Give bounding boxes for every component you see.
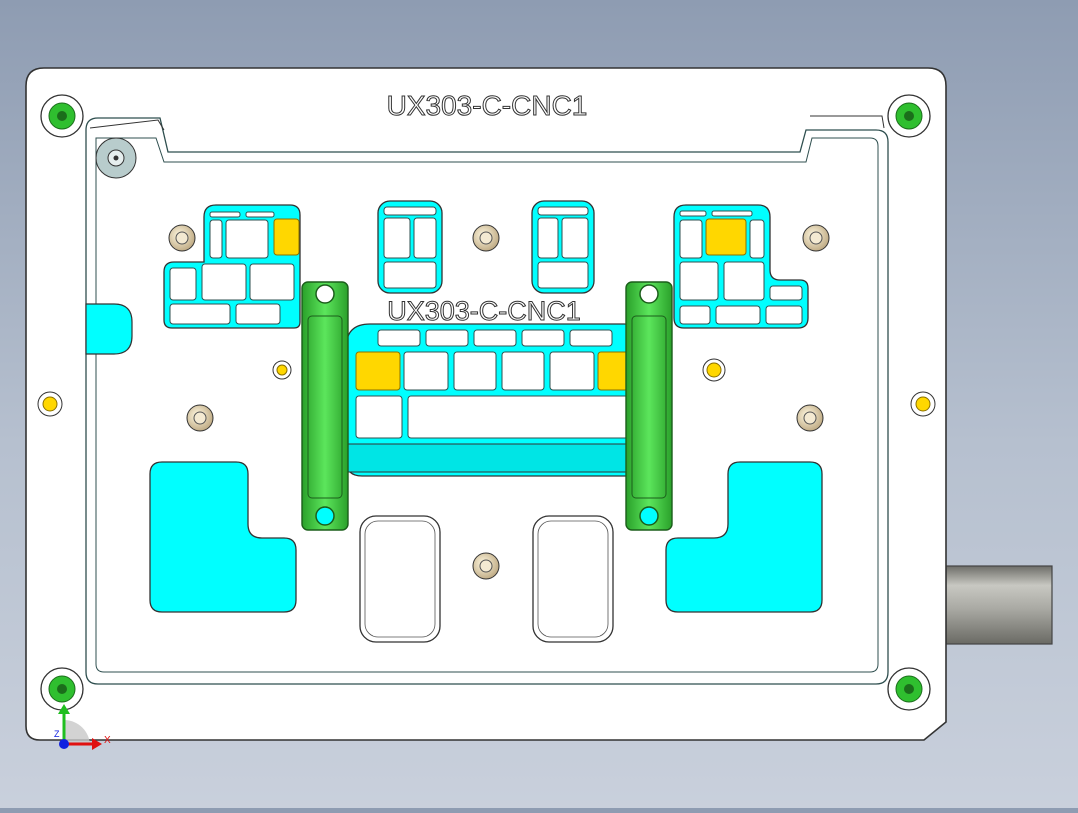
clamp-bolt-icon: [639, 284, 659, 304]
support-pin-3[interactable]: [802, 224, 830, 252]
clamp-bolt-icon: [639, 506, 659, 526]
side-pin-right[interactable]: [910, 391, 936, 417]
triad-origin-icon: [59, 739, 69, 749]
clamp-left[interactable]: [301, 281, 349, 531]
left-side-slot[interactable]: [85, 303, 133, 355]
pocket-bottom-right[interactable]: [665, 461, 823, 613]
inner-pin-left[interactable]: [272, 360, 292, 380]
top-part-label: UX303-C-CNC1: [387, 90, 588, 121]
pocket-top-mid-right[interactable]: [531, 200, 595, 294]
contact-pad: [597, 351, 629, 391]
corner-dowel-bottom-left[interactable]: [40, 667, 84, 711]
support-pin-6[interactable]: [472, 552, 500, 580]
inner-frame: [85, 117, 889, 685]
axis-triad: X Z: [54, 704, 111, 750]
top-notch-left: [89, 119, 165, 131]
clamp-right[interactable]: [625, 281, 673, 531]
side-rod[interactable]: [945, 565, 1053, 645]
pocket-top-left[interactable]: [163, 204, 301, 329]
side-pin-left[interactable]: [37, 391, 63, 417]
clamp-bolt-icon: [315, 506, 335, 526]
inner-pin-right[interactable]: [702, 358, 726, 382]
pocket-bottom-left[interactable]: [149, 461, 297, 613]
support-pin-2[interactable]: [472, 224, 500, 252]
contact-pad: [355, 351, 401, 391]
top-notch-right: [810, 115, 885, 129]
locating-pin[interactable]: [95, 137, 137, 179]
support-pin-4[interactable]: [186, 404, 214, 432]
inner-frame-step: [95, 137, 879, 673]
cutout-bottom-left[interactable]: [359, 515, 441, 643]
support-pin-1[interactable]: [168, 224, 196, 252]
center-part-label: UX303-C-CNC1: [387, 296, 581, 326]
cutout-bottom-right-inner: [537, 520, 609, 638]
cutout-bottom-left-inner: [364, 520, 436, 638]
corner-dowel-bottom-right[interactable]: [887, 667, 931, 711]
triad-x-label: X: [104, 735, 111, 746]
contact-pad: [273, 218, 300, 256]
cutout-bottom-right[interactable]: [532, 515, 614, 643]
corner-dowel-top-right[interactable]: [887, 94, 931, 138]
clamp-crossbar: [339, 443, 637, 473]
contact-pad: [705, 218, 747, 256]
clamp-bolt-icon: [315, 284, 335, 304]
triad-z-label: Z: [54, 729, 60, 739]
corner-dowel-top-left[interactable]: [40, 94, 84, 138]
pocket-top-mid-left[interactable]: [377, 200, 443, 294]
support-pin-5[interactable]: [796, 404, 824, 432]
pocket-top-right[interactable]: [673, 204, 809, 329]
